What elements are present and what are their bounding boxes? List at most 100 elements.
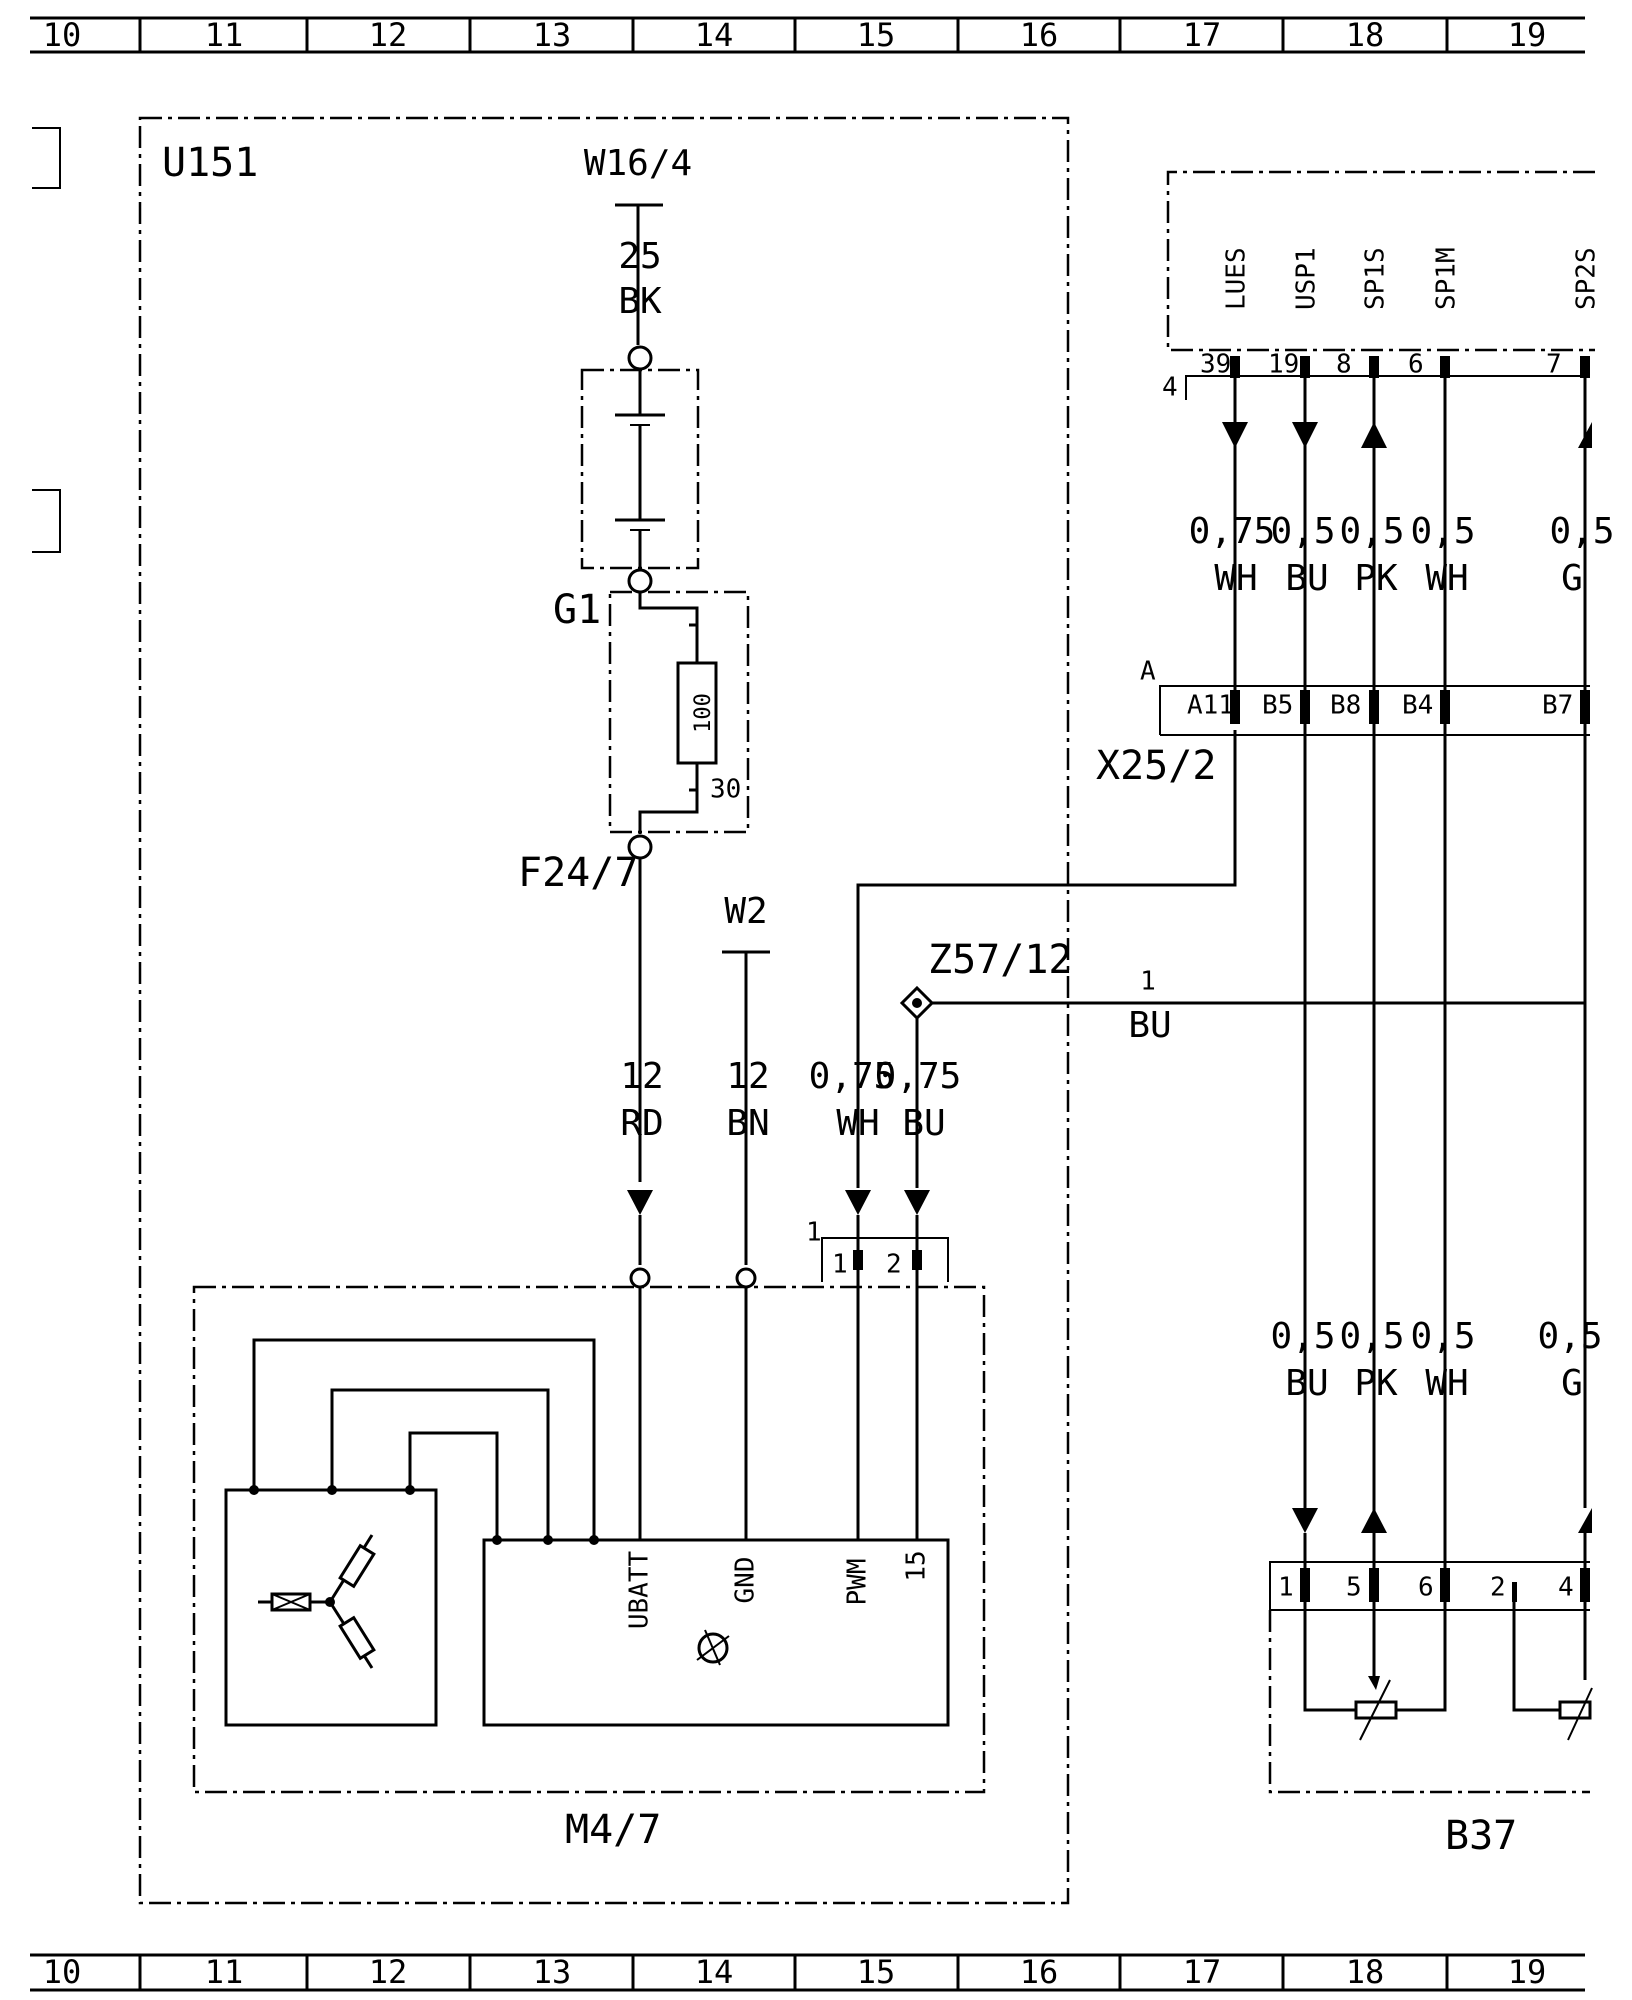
- control-unit-pin-6: 6: [1408, 350, 1424, 380]
- x25-2-pin-a11: A11: [1187, 691, 1234, 721]
- m47-internal: UBATT GND PWM 15: [224, 1287, 950, 1727]
- signal-sp1s: SP1S: [1361, 247, 1391, 310]
- bottom-column-10: 10: [43, 1953, 82, 1991]
- g1-battery: G1: [553, 345, 700, 633]
- top-column-14: 14: [695, 16, 734, 54]
- bottom-column-13: 13: [533, 1953, 572, 1991]
- bottom-column-ruler: 10 11 12 13 14 15 16 17 18 19: [30, 1953, 1585, 1992]
- m47-terminal-ubatt: UBATT: [625, 1551, 655, 1630]
- top-column-17: 17: [1183, 16, 1222, 54]
- bottom-column-15: 15: [857, 1953, 896, 1991]
- signal-lues: LUES: [1222, 247, 1252, 310]
- x25-2-label: X25/2: [1096, 743, 1216, 789]
- upper-wire-sp2s-color: G: [1561, 558, 1583, 599]
- upper-wire-sp1s-color: PK: [1354, 558, 1398, 599]
- lower-wires: 0,5 BU 0,5 PK 0,5 WH 0,5 G: [1270, 724, 1603, 1568]
- z57-12-splice: Z57/12 1 BU 0,75 BU: [875, 937, 1585, 1250]
- wire-pwm-wh: 0,75 WH: [809, 730, 1237, 1250]
- lower-wire-pk-gauge: 0,5: [1339, 1316, 1404, 1357]
- top-column-12: 12: [369, 16, 408, 54]
- m47-terminal-pwm: PWM: [843, 1559, 873, 1606]
- control-unit-pin-39: 39: [1200, 350, 1231, 380]
- control-unit: 4 LUES USP1 SP1S SP1M SP2S 39 19 8 6 7: [1162, 170, 1602, 403]
- top-column-11: 11: [205, 16, 244, 54]
- z57-12-pin: 1: [1140, 967, 1156, 997]
- wire-pwm-color: WH: [836, 1103, 879, 1144]
- wire-gnd-bn: W2 12 BN: [722, 891, 770, 1289]
- wire-ubatt-rd: 12 RD: [620, 858, 664, 1289]
- bottom-column-11: 11: [205, 1953, 244, 1991]
- top-column-16: 16: [1020, 16, 1059, 54]
- lower-wire-wh-color: WH: [1425, 1363, 1468, 1404]
- m47-terminal-15: 15: [902, 1550, 932, 1581]
- fuse-terminal: 30: [710, 775, 741, 805]
- b37-pin-5: 5: [1346, 1573, 1362, 1603]
- w16-4-label: W16/4: [584, 143, 692, 184]
- wire-bn-color: BN: [726, 1103, 769, 1144]
- upper-wire-usp1-gauge: 0,5: [1270, 511, 1335, 552]
- b37-label: B37: [1445, 1813, 1517, 1859]
- top-column-ruler: 10 11 12 13 14 15 16 17 18 19: [30, 16, 1585, 54]
- lower-wire-pk-color: PK: [1354, 1363, 1398, 1404]
- z57-12-label: Z57/12: [928, 937, 1073, 983]
- wire-rd-gauge: 12: [620, 1056, 663, 1097]
- w16-4-color: BK: [618, 281, 662, 322]
- top-column-10: 10: [43, 16, 82, 54]
- top-column-18: 18: [1346, 16, 1385, 54]
- left-edge-brackets: [32, 127, 61, 553]
- upper-wire-lues-color: WH: [1214, 558, 1257, 599]
- top-column-15: 15: [857, 16, 896, 54]
- control-unit-pin-8: 8: [1336, 350, 1352, 380]
- top-column-13: 13: [533, 16, 572, 54]
- wire-15-color: BU: [902, 1103, 945, 1144]
- lower-wire-g-gauge: 0,5: [1537, 1316, 1602, 1357]
- wire-bn-gauge: 12: [726, 1056, 769, 1097]
- x25-2-pin-b8: B8: [1330, 691, 1361, 721]
- control-unit-connector: 4: [1162, 373, 1178, 403]
- m47-boundary: [192, 1285, 986, 1794]
- control-unit-pin-19: 19: [1268, 350, 1299, 380]
- b37-pin-6: 6: [1418, 1573, 1434, 1603]
- bottom-column-14: 14: [695, 1953, 734, 1991]
- bottom-column-17: 17: [1183, 1953, 1222, 1991]
- x25-2-pin-b5: B5: [1262, 691, 1293, 721]
- f24-7-label: F24/7: [518, 850, 638, 896]
- upper-wire-sp2s-gauge: 0,5: [1549, 511, 1614, 552]
- b37-pin-4: 4: [1558, 1573, 1574, 1603]
- upper-wire-sp1s-gauge: 0,5: [1339, 511, 1404, 552]
- motor-winding-box: [224, 1488, 438, 1727]
- bottom-column-18: 18: [1346, 1953, 1385, 1991]
- bottom-column-12: 12: [369, 1953, 408, 1991]
- control-unit-pin-7: 7: [1546, 350, 1562, 380]
- m47-connector-pin-2: 2: [886, 1250, 902, 1280]
- u151-label: U151: [162, 140, 258, 186]
- m47-connector-label: 1: [806, 1218, 822, 1248]
- m47-label: M4/7: [565, 1807, 661, 1853]
- lower-wire-bu-color: BU: [1285, 1363, 1328, 1404]
- w16-4-gauge: 25: [618, 236, 661, 277]
- b37-pin-1: 1: [1278, 1573, 1294, 1603]
- upper-wire-sp1m-gauge: 0,5: [1410, 511, 1475, 552]
- x25-2-pin-b7: B7: [1542, 691, 1573, 721]
- f24-7-fuse: 100 30 F24/7: [518, 590, 750, 896]
- upper-wire-usp1-color: BU: [1285, 558, 1328, 599]
- lower-wire-g-color: G: [1561, 1363, 1583, 1404]
- upper-wires: 0,75 WH 0,5 BU 0,5 PK 0,5 WH 0,5 G: [1189, 378, 1615, 690]
- fuse-rating: 100: [691, 693, 716, 733]
- b37-sensor: 1 5 6 2 4 B37: [1268, 1561, 1593, 1859]
- wire-15-gauge: 0,75: [875, 1056, 962, 1097]
- wire-rd-color: RD: [620, 1103, 663, 1144]
- z57-12-color: BU: [1128, 1005, 1171, 1046]
- m47-connector: 1 1 2: [806, 1218, 949, 1540]
- x25-2-connector: A A11 B5 B8 B4 B7 X25/2: [1096, 657, 1590, 789]
- m47-terminal-gnd: GND: [731, 1557, 761, 1604]
- upper-wire-lues-gauge: 0,75: [1189, 511, 1276, 552]
- lower-wire-wh-gauge: 0,5: [1410, 1316, 1475, 1357]
- signal-sp1m: SP1M: [1432, 247, 1462, 310]
- wire-pwm-gauge: 0,75: [809, 1056, 896, 1097]
- signal-usp1: USP1: [1292, 247, 1322, 310]
- motor-controller-box: [482, 1538, 950, 1727]
- bottom-column-19: 19: [1508, 1953, 1547, 1991]
- g1-label: G1: [553, 587, 601, 633]
